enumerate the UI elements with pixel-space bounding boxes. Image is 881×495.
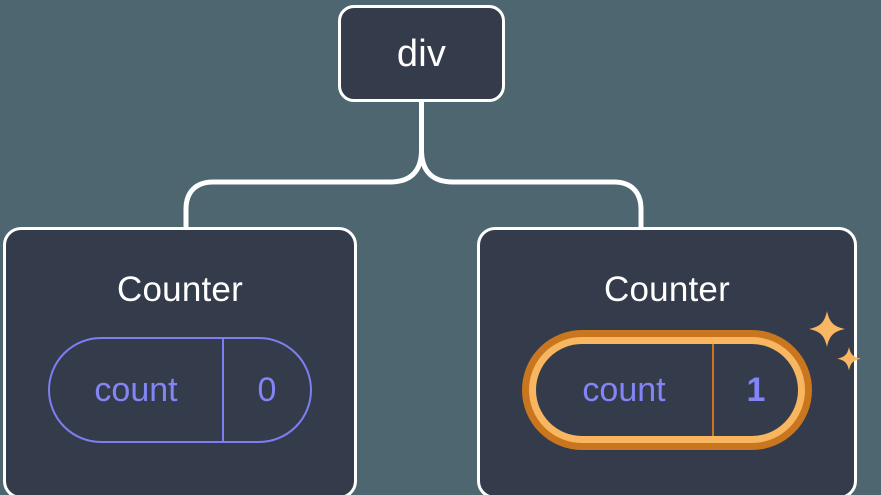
- sparkle-large-icon: [809, 311, 845, 347]
- state-pill-right-value: 1: [712, 344, 798, 436]
- sparkles-group: [809, 311, 861, 371]
- connector-branch-left: [183, 147, 424, 231]
- node-counter-right[interactable]: Counter count 1: [477, 227, 861, 495]
- node-div-label: div: [396, 32, 447, 75]
- sparkle-small-icon: [837, 347, 861, 371]
- state-pill-wrapper-left: count 0: [48, 337, 312, 443]
- node-counter-left-title: Counter: [117, 270, 243, 309]
- state-pill-left[interactable]: count 0: [48, 337, 312, 443]
- node-div[interactable]: div: [338, 5, 505, 102]
- connector-branch-right: [419, 147, 644, 231]
- state-pill-wrapper-right: count 1: [529, 311, 861, 443]
- state-pill-left-key: count: [94, 371, 178, 409]
- node-counter-right-title: Counter: [604, 270, 730, 309]
- node-counter-left[interactable]: Counter count 0: [3, 227, 357, 495]
- state-pill-left-value: 0: [222, 339, 310, 441]
- state-pill-right-key: count: [582, 371, 666, 409]
- state-pill-right[interactable]: count 1: [529, 337, 805, 443]
